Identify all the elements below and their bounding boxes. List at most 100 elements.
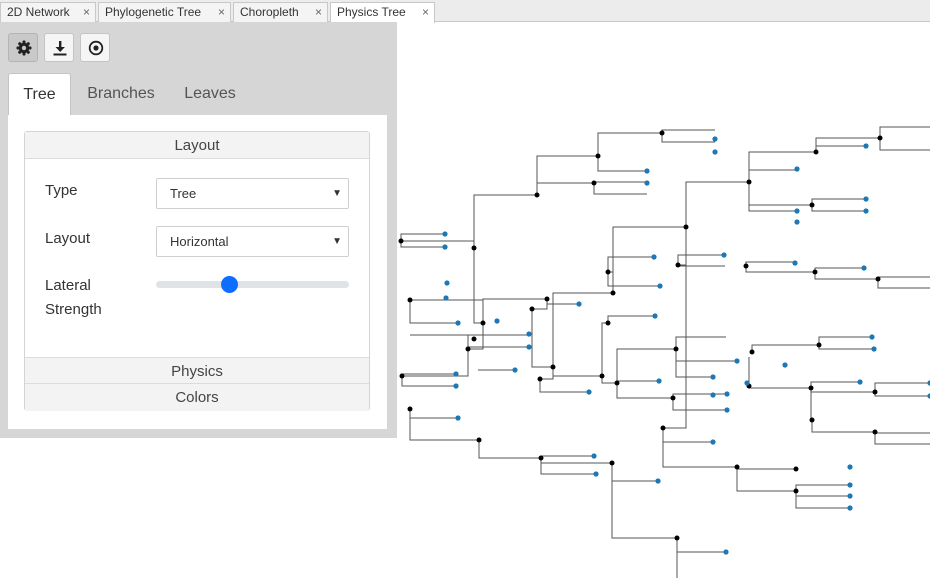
leaf-node[interactable] [782,362,788,368]
tab-branches[interactable]: Branches [87,85,155,102]
internal-node[interactable] [746,179,752,185]
leaf-node[interactable] [444,280,450,286]
tab-2d-network[interactable]: 2D Network × [0,2,96,22]
type-select[interactable]: Tree ▼ [156,178,349,209]
lateral-strength-slider[interactable] [156,276,349,293]
leaf-node[interactable] [847,493,853,499]
leaf-node[interactable] [644,180,650,186]
leaf-node[interactable] [863,208,869,214]
internal-node[interactable] [407,406,413,412]
internal-node[interactable] [609,460,615,466]
leaf-node[interactable] [652,313,658,319]
internal-node[interactable] [793,488,799,494]
leaf-node[interactable] [794,208,800,214]
internal-node[interactable] [534,192,540,198]
leaf-node[interactable] [847,482,853,488]
internal-node[interactable] [813,149,819,155]
close-icon[interactable]: × [217,5,225,19]
leaf-node[interactable] [927,393,930,399]
tab-phylogenetic-tree[interactable]: Phylogenetic Tree × [98,2,231,22]
leaf-node[interactable] [721,252,727,258]
settings-button[interactable] [8,33,38,62]
tree-canvas[interactable] [0,22,930,578]
slider-thumb[interactable] [221,276,239,293]
leaf-node[interactable] [526,331,532,337]
leaf-node[interactable] [871,346,877,352]
leaf-node[interactable] [494,318,500,324]
internal-node[interactable] [398,238,404,244]
leaf-node[interactable] [861,265,867,271]
leaf-node[interactable] [655,478,661,484]
leaf-node[interactable] [723,549,729,555]
internal-node[interactable] [465,346,471,352]
internal-node[interactable] [605,269,611,275]
leaf-node[interactable] [710,392,716,398]
leaf-node[interactable] [453,371,459,377]
internal-node[interactable] [476,437,482,443]
leaf-node[interactable] [512,367,518,373]
leaf-node[interactable] [442,231,448,237]
leaf-node[interactable] [712,149,718,155]
leaf-node[interactable] [657,283,663,289]
internal-node[interactable] [659,130,665,136]
internal-node[interactable] [660,425,666,431]
internal-node[interactable] [605,320,611,326]
internal-node[interactable] [749,349,755,355]
internal-node[interactable] [407,297,413,303]
leaf-node[interactable] [857,379,863,385]
leaf-node[interactable] [656,378,662,384]
internal-node[interactable] [471,336,477,342]
leaf-node[interactable] [792,260,798,266]
leaf-node[interactable] [593,471,599,477]
close-icon[interactable]: × [314,5,322,19]
leaf-node[interactable] [794,166,800,172]
internal-node[interactable] [538,455,544,461]
leaf-node[interactable] [927,380,930,386]
internal-node[interactable] [675,262,681,268]
tab-physics-tree[interactable]: Physics Tree × [330,2,435,23]
close-icon[interactable]: × [421,5,429,19]
leaf-node[interactable] [724,391,730,397]
internal-node[interactable] [809,417,815,423]
internal-node[interactable] [875,276,881,282]
internal-node[interactable] [674,535,680,541]
internal-node[interactable] [812,269,818,275]
leaf-node[interactable] [591,453,597,459]
tree-nodes[interactable] [398,130,930,555]
internal-node[interactable] [591,180,597,186]
internal-node[interactable] [614,380,620,386]
internal-node[interactable] [734,464,740,470]
internal-node[interactable] [595,153,601,159]
leaf-node[interactable] [712,136,718,142]
internal-node[interactable] [673,346,679,352]
physics-section-header[interactable]: Physics [25,357,369,384]
leaf-node[interactable] [443,295,449,301]
internal-node[interactable] [544,296,550,302]
leaf-node[interactable] [455,320,461,326]
leaf-node[interactable] [586,389,592,395]
tab-leaves[interactable]: Leaves [184,85,236,102]
internal-node[interactable] [793,466,799,472]
internal-node[interactable] [872,389,878,395]
internal-node[interactable] [808,385,814,391]
internal-node[interactable] [471,245,477,251]
close-icon[interactable]: × [82,5,90,19]
internal-node[interactable] [816,342,822,348]
leaf-node[interactable] [869,334,875,340]
internal-node[interactable] [599,373,605,379]
tab-tree[interactable]: Tree [8,73,71,115]
leaf-node[interactable] [651,254,657,260]
internal-node[interactable] [809,202,815,208]
internal-node[interactable] [743,263,749,269]
leaf-node[interactable] [724,407,730,413]
colors-section-header[interactable]: Colors [25,384,369,411]
internal-node[interactable] [683,224,689,230]
leaf-node[interactable] [644,168,650,174]
leaf-node[interactable] [847,464,853,470]
leaf-node[interactable] [794,219,800,225]
internal-node[interactable] [872,429,878,435]
leaf-node[interactable] [863,196,869,202]
layout-select[interactable]: Horizontal ▼ [156,226,349,257]
leaf-node[interactable] [710,439,716,445]
leaf-node[interactable] [526,344,532,350]
